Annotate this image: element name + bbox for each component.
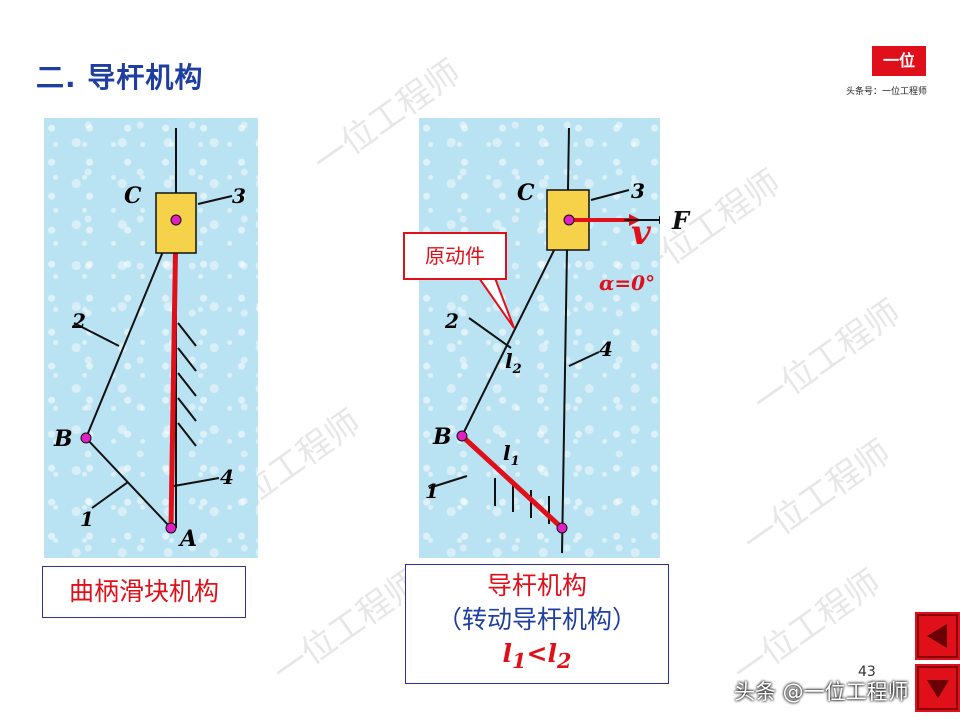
label-2: 2 — [71, 309, 86, 333]
link-1 — [85, 437, 172, 529]
label-B: B — [53, 426, 73, 452]
logo-caption: 头条号：一位工程师 — [846, 87, 928, 97]
triangle-down-icon — [917, 666, 958, 710]
triangle-left-icon — [917, 614, 958, 658]
label-B: B — [432, 424, 452, 450]
callout-prime-mover: 原动件 — [403, 232, 507, 280]
joint-C — [563, 214, 575, 226]
slide-title: 二. 导杆机构 — [36, 61, 204, 94]
joint-B — [456, 430, 468, 442]
label-l2: l2 — [505, 349, 522, 377]
label-1: 1 — [425, 479, 439, 503]
caption-guide-bar-subtitle: （转动导杆机构） — [436, 605, 637, 634]
label-l1: l1 — [503, 441, 520, 469]
label-1: 1 — [80, 507, 94, 531]
callout-pointer — [477, 277, 515, 329]
label-alpha: α=0° — [599, 271, 655, 295]
footer-brand: 头条 @一位工程师 — [734, 680, 909, 704]
label-A: A — [178, 526, 197, 552]
joint-C — [170, 214, 182, 226]
label-F: F — [672, 206, 690, 235]
link-4-red — [168, 219, 179, 529]
page-number: 43 — [858, 664, 876, 680]
watermark: 一位工程师 — [265, 562, 429, 693]
label-v: v — [631, 213, 652, 253]
guide-bar-diagram: C 3 v α=0° 2 l2 4 B l1 1 — [425, 127, 669, 554]
caption-guide-bar: 导杆机构 （转动导杆机构） l1<l2 — [405, 564, 669, 684]
label-4: 4 — [220, 465, 234, 489]
right-mechanism-panel: C 3 v α=0° 2 l2 4 B l1 1 — [419, 118, 669, 558]
joint-A — [556, 522, 568, 534]
link-2 — [85, 219, 177, 439]
label-C: C — [124, 183, 142, 209]
joint-B — [80, 432, 92, 444]
prev-slide-button[interactable] — [915, 612, 960, 660]
caption-length-relation: l1<l2 — [502, 639, 572, 673]
logo: 一位 — [872, 46, 926, 76]
link-1-red — [460, 434, 564, 530]
caption-guide-bar-title: 导杆机构 — [486, 571, 587, 600]
ground-hatch — [177, 322, 197, 447]
slider-crank-diagram: C 3 2 B 4 1 A — [53, 128, 246, 552]
label-4: 4 — [599, 337, 613, 361]
ground-hatch — [494, 478, 550, 524]
label-2: 2 — [444, 309, 459, 333]
link-2 — [461, 219, 570, 437]
label-3: 3 — [631, 179, 645, 203]
watermark: 一位工程师 — [735, 432, 899, 563]
next-slide-button[interactable] — [915, 664, 960, 712]
left-mechanism-panel: C 3 2 B 4 1 A — [44, 118, 258, 558]
joint-A — [165, 522, 177, 534]
label-3: 3 — [232, 184, 246, 208]
label-C: C — [517, 180, 535, 206]
caption-slider-crank: 曲柄滑块机构 — [42, 566, 246, 618]
watermark: 一位工程师 — [745, 292, 909, 423]
